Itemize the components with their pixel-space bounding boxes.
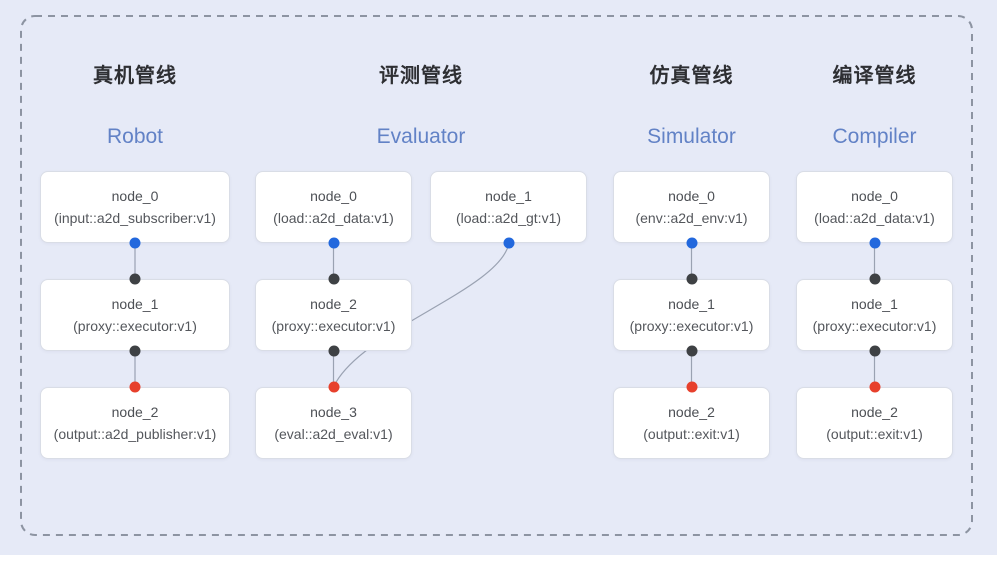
node-type: (proxy::executor:v1) xyxy=(629,318,754,334)
intermediate-port-dot xyxy=(686,345,697,357)
sink-port-dot xyxy=(129,381,141,393)
pipeline-title-zh-simulator: 仿真管线 xyxy=(649,65,734,87)
pipeline-title-en-evaluator: Evaluator xyxy=(376,125,466,148)
pipeline-title-en-robot: Robot xyxy=(106,125,164,148)
simulator-node-1: node_1 (proxy::executor:v1) xyxy=(613,279,770,351)
node-name: node_3 xyxy=(310,404,357,420)
node-type: (proxy::executor:v1) xyxy=(73,318,197,334)
node-name: node_0 xyxy=(310,188,357,204)
node-name: node_1 xyxy=(111,296,159,312)
node-name: node_0 xyxy=(111,188,159,204)
dashed-frame xyxy=(20,15,973,536)
node-name: node_1 xyxy=(485,188,532,204)
node-name: node_1 xyxy=(668,296,715,312)
node-name: node_0 xyxy=(668,188,715,204)
intermediate-port-dot xyxy=(129,345,141,357)
node-type: (load::a2d_data:v1) xyxy=(814,210,935,226)
node-name: node_2 xyxy=(851,404,898,420)
robot-node-0: node_0 (input::a2d_subscriber:v1) xyxy=(40,171,230,243)
node-name: node_0 xyxy=(851,188,898,204)
sink-port-dot xyxy=(686,381,697,393)
edge-gt-to-eval xyxy=(332,242,510,388)
compiler-node-2: node_2 (output::exit:v1) xyxy=(796,387,953,459)
bottom-white-strip xyxy=(0,555,997,563)
intermediate-port-dot xyxy=(869,345,880,357)
node-type: (env::a2d_env:v1) xyxy=(635,210,748,226)
evaluator-node-2: node_2 (proxy::executor:v1) xyxy=(255,279,412,351)
node-name: node_1 xyxy=(851,296,898,312)
source-port-dot xyxy=(503,237,515,249)
node-type: (load::a2d_data:v1) xyxy=(273,210,394,226)
simulator-node-0: node_0 (env::a2d_env:v1) xyxy=(613,171,770,243)
source-port-dot xyxy=(129,237,141,249)
node-type: (eval::a2d_eval:v1) xyxy=(274,426,393,442)
evaluator-node-1: node_1 (load::a2d_gt:v1) xyxy=(430,171,587,243)
simulator-node-2: node_2 (output::exit:v1) xyxy=(613,387,770,459)
pipeline-title-zh-evaluator: 评测管线 xyxy=(379,65,463,87)
robot-node-2: node_2 (output::a2d_publisher:v1) xyxy=(40,387,230,459)
robot-node-1: node_1 (proxy::executor:v1) xyxy=(40,279,230,351)
compiler-node-0: node_0 (load::a2d_data:v1) xyxy=(796,171,953,243)
source-port-dot xyxy=(328,237,339,249)
pipeline-title-zh-compiler: 编译管线 xyxy=(832,65,917,87)
node-name: node_2 xyxy=(310,296,357,312)
node-type: (load::a2d_gt:v1) xyxy=(455,210,562,226)
intermediate-port-dot xyxy=(129,273,141,285)
node-type: (proxy::executor:v1) xyxy=(812,318,937,334)
source-port-dot xyxy=(686,237,697,249)
pipeline-title-en-simulator: Simulator xyxy=(647,125,736,148)
pipeline-title-en-compiler: Compiler xyxy=(832,125,917,148)
sink-port-dot xyxy=(869,381,880,393)
node-type: (proxy::executor:v1) xyxy=(271,318,396,334)
evaluator-node-0: node_0 (load::a2d_data:v1) xyxy=(255,171,412,243)
intermediate-port-dot xyxy=(869,273,880,285)
node-name: node_2 xyxy=(668,404,715,420)
intermediate-port-dot xyxy=(686,273,697,285)
pipeline-title-zh-robot: 真机管线 xyxy=(93,65,177,87)
intermediate-port-dot xyxy=(328,273,339,285)
node-type: (input::a2d_subscriber:v1) xyxy=(54,210,216,226)
node-type: (output::exit:v1) xyxy=(643,426,740,442)
node-type: (output::exit:v1) xyxy=(826,426,923,442)
compiler-node-1: node_1 (proxy::executor:v1) xyxy=(796,279,953,351)
source-port-dot xyxy=(869,237,880,249)
node-type: (output::a2d_publisher:v1) xyxy=(53,426,217,442)
sink-port-dot xyxy=(328,381,339,393)
evaluator-node-3: node_3 (eval::a2d_eval:v1) xyxy=(255,387,412,459)
intermediate-port-dot xyxy=(328,345,339,357)
node-name: node_2 xyxy=(111,404,159,420)
